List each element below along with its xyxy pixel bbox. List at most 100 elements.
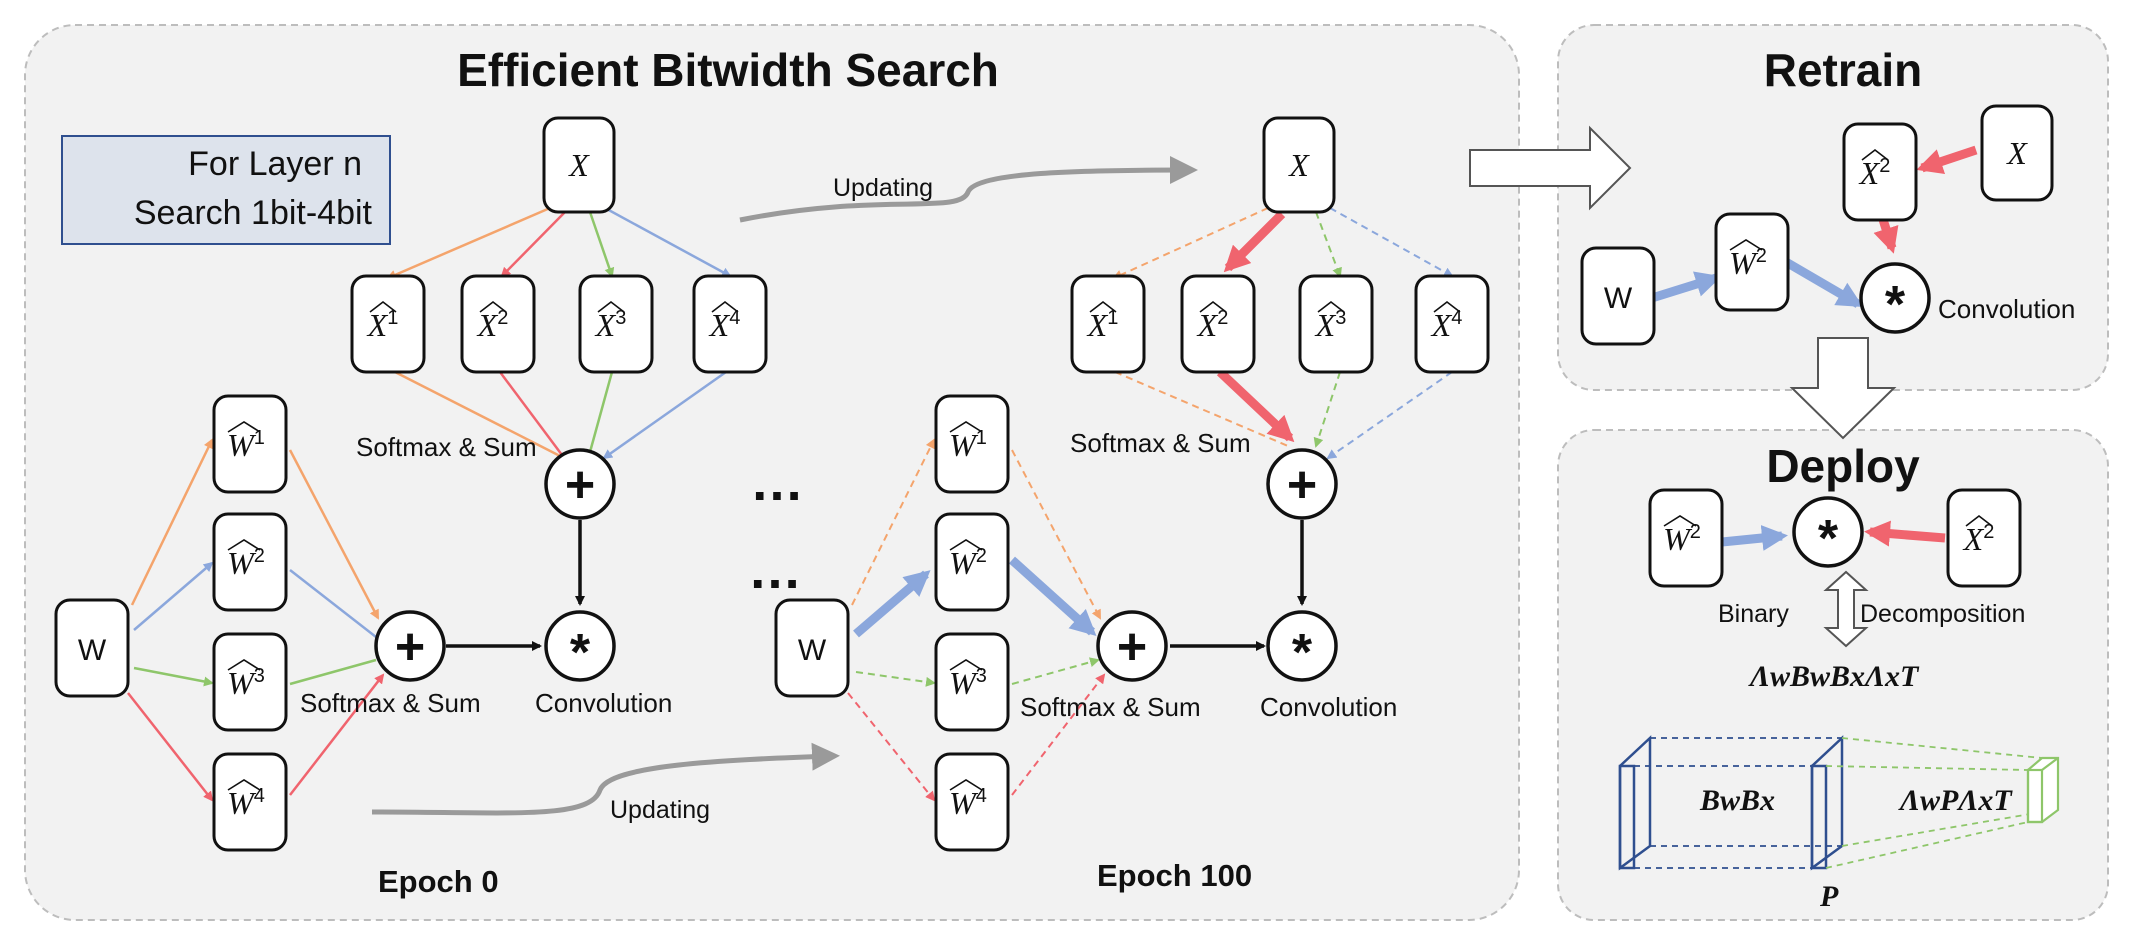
epoch100-w-node: W xyxy=(774,598,850,698)
svg-text:W2: W2 xyxy=(227,545,265,581)
svg-text:W4: W4 xyxy=(227,785,265,821)
what-symbol: W xyxy=(1729,245,1759,281)
epoch0-weight-sum-op: + xyxy=(374,610,446,682)
w-node-label: W xyxy=(1604,282,1633,315)
deploy-what-2: W2 xyxy=(1648,488,1724,588)
xhat-symbol: X xyxy=(1086,307,1109,343)
p-label: P xyxy=(1819,880,1839,913)
plus-symbol: + xyxy=(565,456,595,514)
retrain-x-node: X xyxy=(1980,104,2054,202)
epoch100-what-4: W4 xyxy=(934,752,1010,852)
epoch0-what-4: W4 xyxy=(212,752,288,852)
binary-label: Binary xyxy=(1718,600,1789,628)
svg-text:X4: X4 xyxy=(708,307,741,343)
what-symbol: W xyxy=(949,427,979,463)
svg-text:W1: W1 xyxy=(227,427,265,463)
decomp-formula: ΛwBwBxΛxT xyxy=(1748,660,1920,693)
plus-symbol: + xyxy=(1117,618,1147,676)
search-panel xyxy=(24,24,1520,921)
deploy-conv-op: * xyxy=(1792,496,1864,568)
epoch100-act-sum-op: + xyxy=(1266,448,1338,520)
xhat-symbol: X xyxy=(366,307,389,343)
deploy-edges xyxy=(1721,520,1946,551)
what-sup: 3 xyxy=(976,665,987,687)
epoch100-what-1: W1 xyxy=(934,394,1010,494)
updating-label-bottom: Updating xyxy=(610,796,710,824)
w-node-label: W xyxy=(798,634,827,667)
what-sup: 2 xyxy=(1690,521,1701,543)
svg-text:X2: X2 xyxy=(1196,307,1229,343)
softmax-sum-label-epoch0-bottom: Softmax & Sum xyxy=(300,688,481,718)
epoch0-xhat-2: X2 xyxy=(460,274,536,374)
retrain-xhat-2: X2 xyxy=(1842,122,1918,222)
what-symbol: W xyxy=(949,785,979,821)
deploy-panel-title: Deploy xyxy=(1766,440,1920,492)
what-sup: 4 xyxy=(976,785,987,807)
svg-text:W3: W3 xyxy=(227,665,265,701)
what-symbol: W xyxy=(949,665,979,701)
plus-symbol: + xyxy=(1287,456,1317,514)
epoch0-main-arrows xyxy=(446,520,585,651)
epoch0-act-sum-op: + xyxy=(544,448,616,520)
retrain-conv-op: * xyxy=(1859,262,1931,334)
xhat-sup: 3 xyxy=(1335,307,1346,329)
svg-text:X4: X4 xyxy=(1430,307,1463,343)
layer-info-line1: For Layer n xyxy=(188,145,362,183)
what-symbol: W xyxy=(227,665,257,701)
x-node-label: X xyxy=(567,147,590,183)
xhat-sup: 3 xyxy=(615,307,626,329)
svg-text:X3: X3 xyxy=(594,307,627,343)
epoch100-what-2: W2 xyxy=(934,512,1010,612)
ellipsis-top: … xyxy=(750,452,810,512)
epoch100-conv-op: * xyxy=(1266,610,1338,682)
panel-transition-arrow-down xyxy=(1789,337,1897,440)
what-symbol: W xyxy=(227,545,257,581)
xhat-sup: 2 xyxy=(1217,307,1228,329)
bwbx-label: BwBx xyxy=(1699,784,1775,817)
updating-label-top: Updating xyxy=(833,174,933,202)
xhat-sup: 4 xyxy=(729,307,740,329)
xhat-symbol: X xyxy=(1962,521,1985,557)
convolution-label-retrain: Convolution xyxy=(1938,294,2075,324)
what-sup: 3 xyxy=(254,665,265,687)
epoch100-activation-edges xyxy=(1112,207,1454,460)
layer-info-box xyxy=(61,135,391,245)
epoch100-label: Epoch 100 xyxy=(1097,858,1252,893)
what-symbol: W xyxy=(1663,521,1693,557)
deploy-xhat-2: X2 xyxy=(1946,488,2022,588)
panel-transition-arrow-right xyxy=(1469,125,1632,211)
plus-symbol: + xyxy=(395,618,425,676)
svg-text:W2: W2 xyxy=(949,545,987,581)
svg-text:X3: X3 xyxy=(1314,307,1347,343)
search-panel-title: Efficient Bitwidth Search xyxy=(457,44,999,96)
decomposition-label: Decomposition xyxy=(1860,600,2025,628)
epoch100-xhat-1: X1 xyxy=(1070,274,1146,374)
svg-text:W1: W1 xyxy=(949,427,987,463)
epoch100-weight-edges xyxy=(847,438,1106,802)
epoch0-what-1: W1 xyxy=(212,394,288,494)
epoch0-w-node: W xyxy=(54,598,130,698)
ellipsis-bottom: … xyxy=(748,540,808,600)
star-symbol: * xyxy=(1818,510,1839,568)
what-sup: 2 xyxy=(1756,245,1767,267)
epoch100-xhat-2: X2 xyxy=(1180,274,1256,374)
xhat-symbol: X xyxy=(476,307,499,343)
layer-info-line2: Search 1bit-4bit xyxy=(134,194,373,232)
what-sup: 1 xyxy=(254,427,265,449)
svg-text:X2: X2 xyxy=(1962,521,1995,557)
softmax-sum-label-epoch100-top: Softmax & Sum xyxy=(1070,428,1251,458)
epoch100-weight-selected xyxy=(853,556,1097,638)
xhat-sup: 2 xyxy=(497,307,508,329)
epoch0-activation-edges xyxy=(386,206,732,460)
xhat-symbol: X xyxy=(1196,307,1219,343)
xhat-sup: 4 xyxy=(1451,307,1462,329)
epoch0-what-3: W3 xyxy=(212,632,288,732)
retrain-panel-title: Retrain xyxy=(1764,44,1922,96)
epoch100-activation-selected xyxy=(1216,210,1295,443)
epoch0-xhat-1: X1 xyxy=(350,274,426,374)
svg-text:W2: W2 xyxy=(1663,521,1701,557)
lpl-label: ΛwPΛxT xyxy=(1898,784,2013,817)
x-node-label: X xyxy=(1287,147,1310,183)
retrain-what-2: W2 xyxy=(1714,212,1790,312)
